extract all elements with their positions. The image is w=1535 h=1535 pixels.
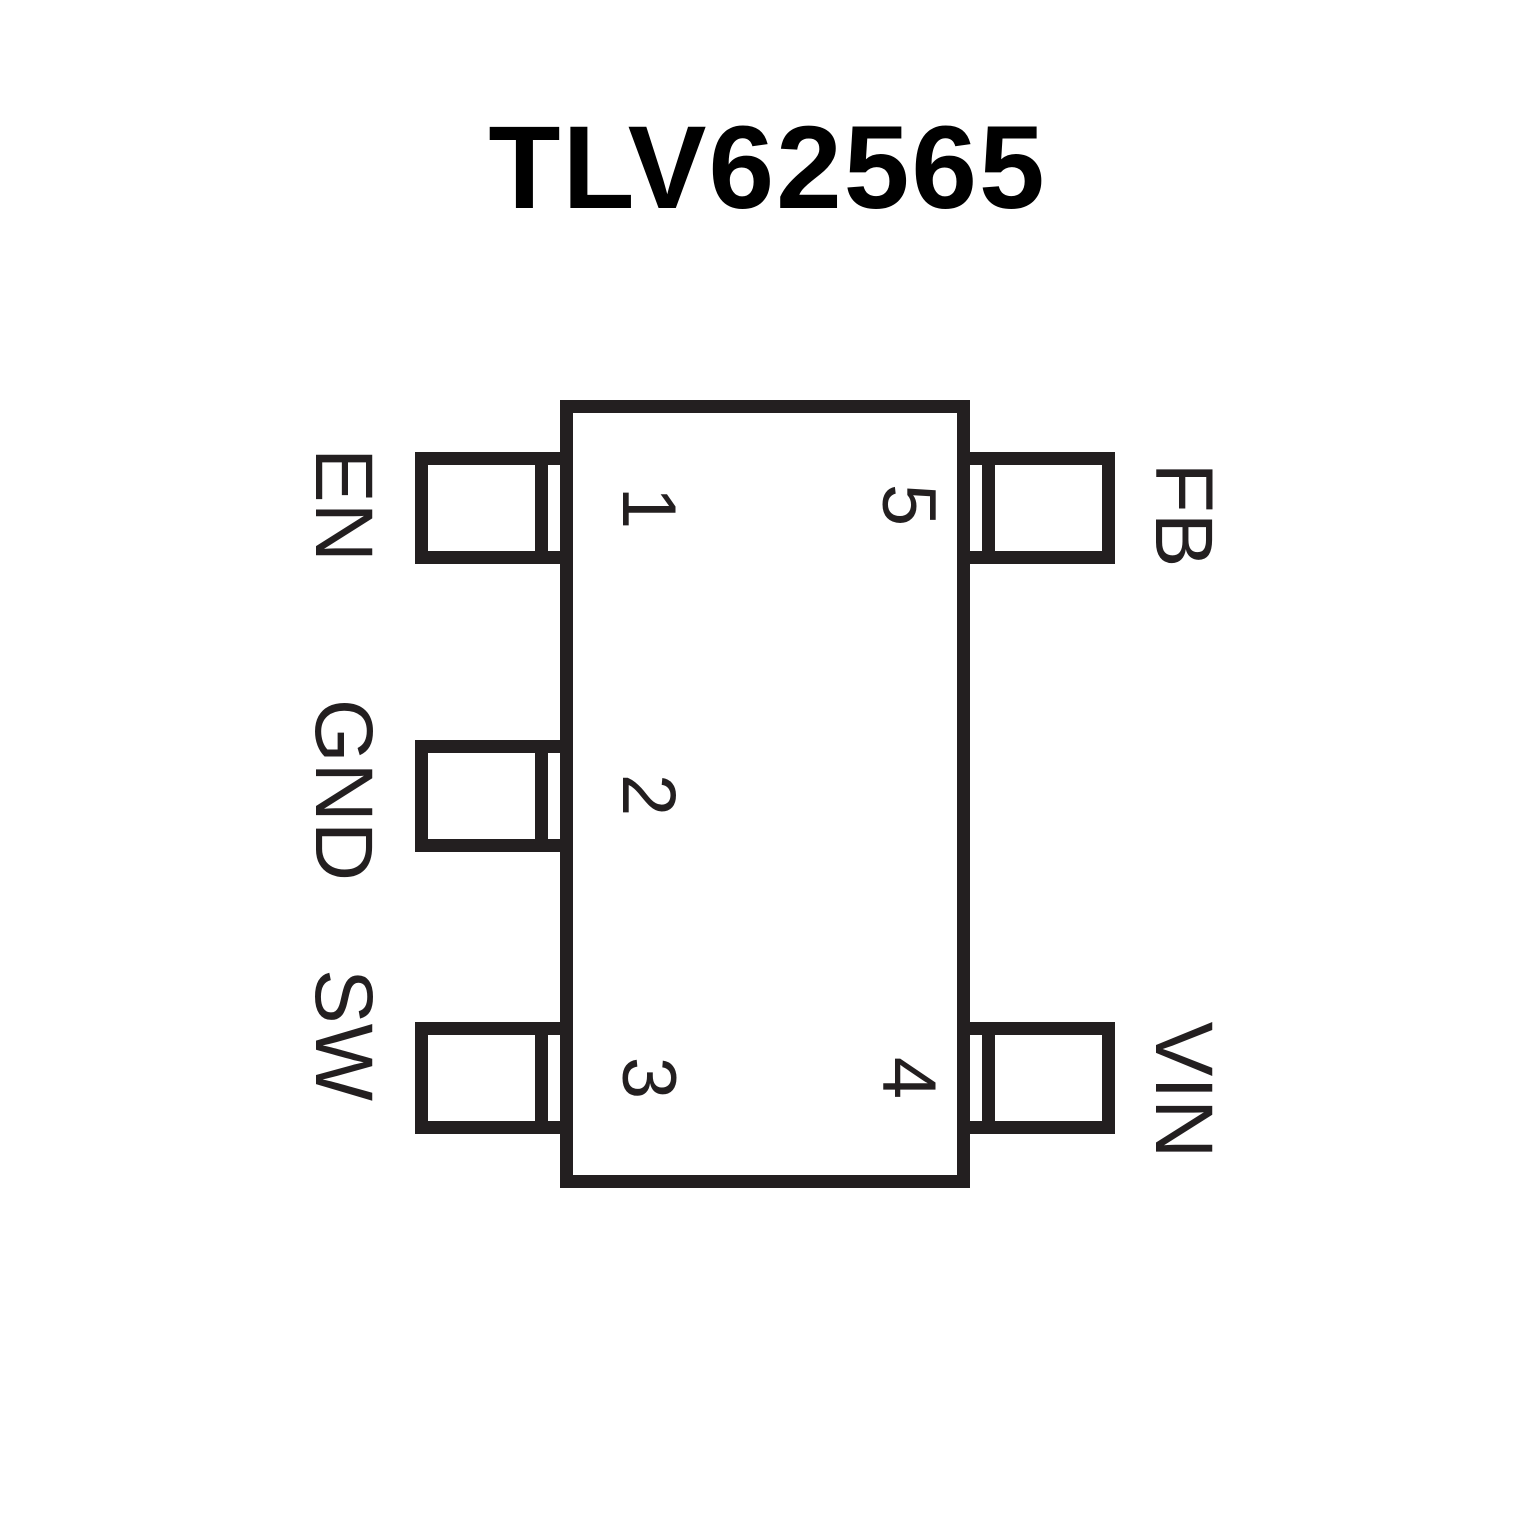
pin-en-label: EN — [298, 448, 389, 562]
pin-1-lead-divider — [535, 465, 548, 551]
pin-2-lead-divider — [535, 753, 548, 839]
pin-1-number: 1 — [606, 486, 691, 530]
pin-2-lead — [415, 740, 560, 852]
pin-5-number: 5 — [866, 483, 951, 527]
pin-vin-label: VIN — [1138, 1021, 1229, 1159]
pin-fb-label: FB — [1138, 462, 1229, 568]
pin-4-lead-divider — [982, 1035, 995, 1121]
pin-5-lead-divider — [982, 465, 995, 551]
pin-1-lead — [415, 452, 560, 564]
pin-sw-label: SW — [298, 968, 389, 1102]
pin-3-lead-divider — [535, 1035, 548, 1121]
pin-3-number: 3 — [606, 1056, 691, 1100]
pin-5-lead — [970, 452, 1115, 564]
pin-2-number: 2 — [606, 773, 691, 817]
pin-4-lead — [970, 1022, 1115, 1134]
ic-body — [560, 400, 970, 1188]
pin-3-lead — [415, 1022, 560, 1134]
pin-gnd-label: GND — [298, 698, 389, 882]
pin-4-number: 4 — [866, 1056, 951, 1100]
chip-title: TLV62565 — [488, 102, 1047, 234]
